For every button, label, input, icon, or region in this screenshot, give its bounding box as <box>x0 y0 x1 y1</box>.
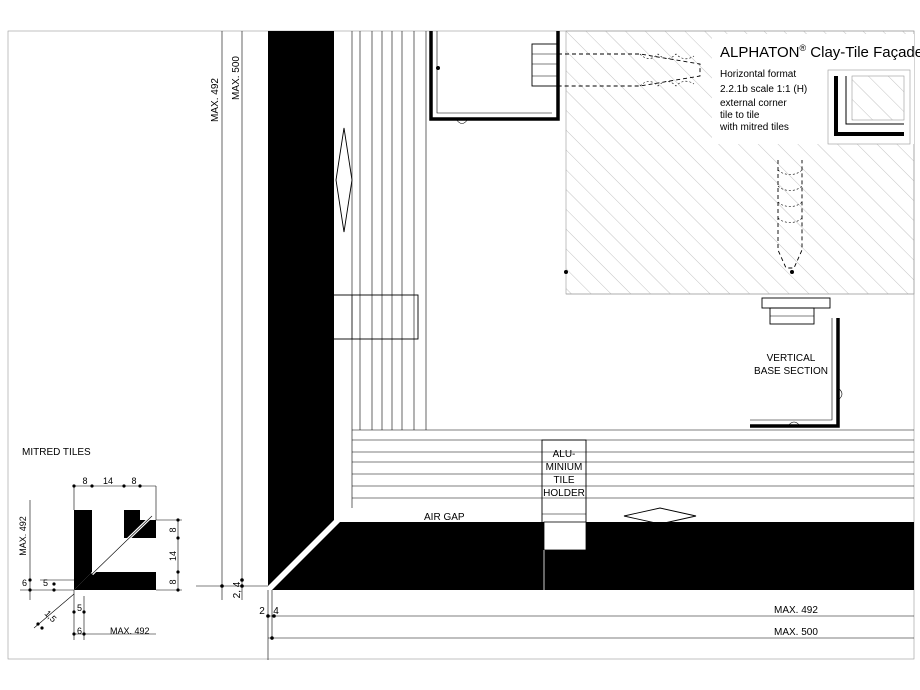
mitred-tile-horizontal <box>272 522 914 590</box>
mini-dim-top-8a: 8 <box>82 476 87 486</box>
vertical-base-label-2: BASE SECTION <box>754 366 828 377</box>
holder-label-2: MINIUM <box>546 462 583 473</box>
holder-clip-in-tile <box>543 521 587 551</box>
mini-tile-vertical <box>74 510 92 590</box>
dim-2-4-vertical: 2, 4 <box>232 581 243 598</box>
horizontal-dimensions: 2 4 MAX. 492 MAX. 500 <box>259 590 914 660</box>
desc-line-2: tile to tile <box>720 110 760 121</box>
horizontal-rail <box>351 429 914 525</box>
desc-line-1: external corner <box>720 98 787 109</box>
dim-max-500-horizontal: MAX. 500 <box>774 627 818 638</box>
dim-4: 4 <box>273 606 279 617</box>
mini-tile-horizontal <box>74 572 156 590</box>
key-thumbnail-icon <box>827 69 911 145</box>
holder-label-1: ALU- <box>553 449 576 460</box>
mini-dim-5-left: 5 <box>43 578 48 588</box>
mini-dim-max-492-vertical: MAX. 492 <box>18 516 28 556</box>
mitred-tile-vertical <box>268 31 334 586</box>
format-text: Horizontal format <box>720 69 796 80</box>
holder-label-4: HOLDER <box>543 488 585 499</box>
base-anchor <box>564 160 803 274</box>
vertical-dimensions: MAX. 492 MAX. 500 2, 4 <box>196 31 268 600</box>
brand-name: ALPHATON <box>720 44 799 61</box>
dim-max-500-vertical: MAX. 500 <box>231 56 242 100</box>
code-scale-text: 2.2.1b scale 1:1 (H) <box>720 84 807 95</box>
mini-tile-inner <box>124 510 156 538</box>
mitred-tiles-detail: MITRED TILES 8 14 8 8 14 8 <box>18 447 182 640</box>
mini-dim-max-492-bottom: MAX. 492 <box>110 626 150 636</box>
mini-dim-right-8a: 8 <box>168 527 178 532</box>
drawing-frame <box>7 30 915 660</box>
vertical-rail <box>309 31 427 430</box>
air-gap-label: AIR GAP <box>424 512 465 523</box>
mini-dim-top-8b: 8 <box>131 476 136 486</box>
mitred-tiles-label: MITRED TILES <box>22 447 91 458</box>
svg-text:ALPHATON® Clay-Tile Façade: ALPHATON® Clay-Tile Façade <box>720 43 920 61</box>
top-bracket <box>429 31 701 124</box>
vertical-base-section: VERTICAL BASE SECTION <box>750 297 843 428</box>
mini-dim-6-bottom: 6 <box>77 626 82 636</box>
mini-dim-right-8b: 8 <box>168 579 178 584</box>
reg-mark: ® <box>799 43 806 53</box>
dim-2: 2 <box>259 606 265 617</box>
holder-label-3: TILE <box>553 475 574 486</box>
dim-max-492-horizontal: MAX. 492 <box>774 605 818 616</box>
dim-max-492-vertical: MAX. 492 <box>210 78 221 122</box>
mini-dim-1-5: 1,5 <box>43 608 59 624</box>
product-name: Clay-Tile Façade <box>810 44 920 61</box>
mini-dim-right-14: 14 <box>168 551 178 561</box>
desc-line-3: with mitred tiles <box>719 122 789 133</box>
vertical-base-label-1: VERTICAL <box>767 353 816 364</box>
title-block: ALPHATON® Clay-Tile Façade Horizontal fo… <box>712 34 920 145</box>
mini-dim-6-left: 6 <box>22 578 27 588</box>
mini-dim-5-bottom: 5 <box>77 603 82 613</box>
mini-dim-top-14: 14 <box>103 476 113 486</box>
